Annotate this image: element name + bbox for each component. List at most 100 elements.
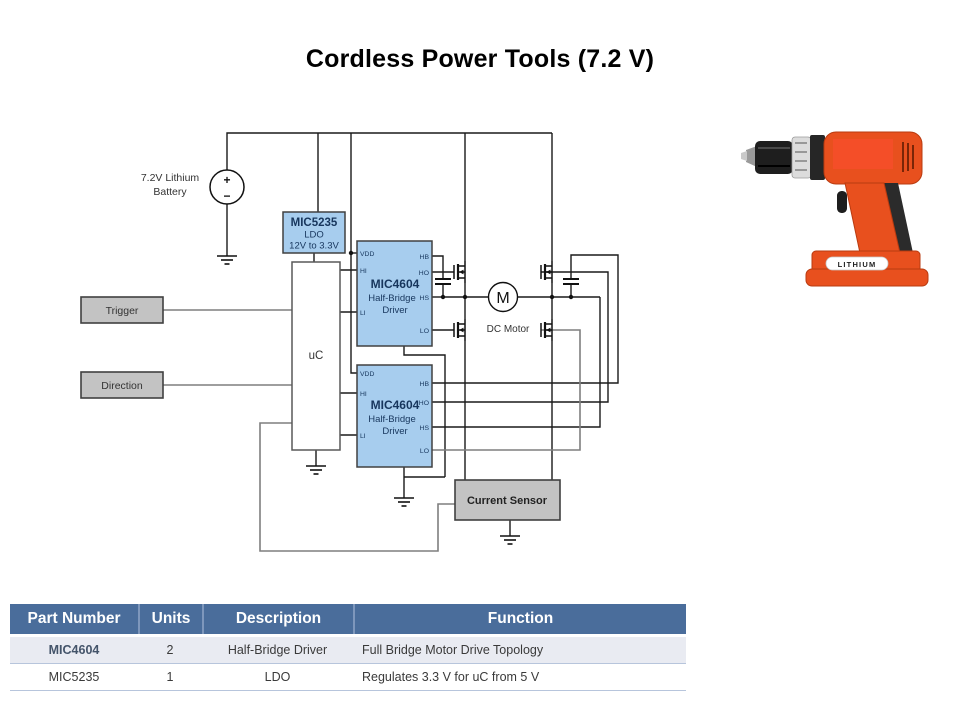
page-title: Cordless Power Tools (7.2 V) (305, 45, 655, 73)
driver2-line3: Driver (382, 426, 407, 437)
driver2-line2: Half-Bridge (368, 414, 416, 425)
wire (403, 346, 446, 477)
wire (432, 329, 581, 451)
drill-chuck (755, 141, 793, 174)
drill-gear-ring (810, 135, 825, 180)
battery-plus-sign: + (223, 173, 230, 187)
motor-label: DC Motor (487, 324, 530, 335)
ground-symbol-current-sensor (500, 535, 520, 545)
signal-wires-gray (163, 309, 581, 552)
cell-part-number: MIC4604 (48, 643, 100, 657)
pin-vdd: VDD (360, 251, 374, 258)
wire (226, 132, 552, 170)
bootstrap-capacitor-1 (435, 278, 451, 285)
current-sensor-block: Current Sensor (454, 479, 561, 521)
direction-label: Direction (101, 380, 143, 392)
mosfet-low-side-right (540, 319, 553, 341)
junction-dot (440, 294, 446, 300)
driver1-line2: Half-Bridge (368, 293, 416, 304)
drill-image: LITHIUM (741, 131, 929, 287)
battery-label-line2: Battery (153, 186, 187, 198)
ground-symbol-uc (306, 465, 326, 475)
pin-ho: HO (419, 400, 429, 407)
driver2-name: MIC4604 (371, 398, 420, 412)
junction-dot (462, 294, 468, 300)
pin-vdd: VDD (360, 371, 374, 378)
pin-lo: LO (420, 448, 429, 455)
battery-symbol: + − (209, 169, 245, 205)
parts-table: Part Number Units Description Function M… (10, 604, 686, 691)
drill-vents (902, 142, 914, 172)
parts-table-header: Part Number Units Description Function (10, 604, 686, 637)
mosfet-low-side-left (453, 319, 466, 341)
cell-function: Regulates 3.3 V for uC from 5 V (362, 670, 540, 684)
drill-brand-area (833, 139, 893, 169)
col-header-function: Function (353, 604, 686, 634)
battery-label-line1: 7.2V Lithium (141, 172, 200, 184)
col-header-units: Units (138, 604, 202, 634)
trigger-block: Trigger (80, 296, 164, 324)
lithium-badge-label: LITHIUM (838, 260, 877, 269)
drill-grip (882, 183, 913, 253)
motor-symbol: M (496, 290, 509, 307)
half-bridge-driver-1: MIC4604 Half-Bridge Driver VDD HI LI HB … (356, 240, 433, 347)
pin-ho: HO (419, 270, 429, 277)
col-header-description: Description (202, 604, 353, 634)
pin-hs: HS (420, 425, 430, 432)
drill-battery-foot (805, 268, 929, 287)
battery-minus-sign: − (223, 189, 230, 203)
ground-symbol-battery (217, 255, 237, 265)
trigger-label: Trigger (106, 305, 139, 317)
dc-motor: M DC Motor (487, 281, 530, 335)
ldo-type: LDO (304, 230, 324, 241)
cell-function: Full Bridge Motor Drive Topology (362, 643, 544, 657)
drill-bit-tip (741, 151, 747, 161)
ldo-name: MIC5235 (291, 217, 338, 229)
pin-hs: HS (420, 295, 430, 302)
pin-li: LI (360, 310, 366, 317)
cell-description: LDO (264, 670, 291, 684)
circuit-wires (226, 132, 619, 536)
ldo-block: MIC5235 LDO 12V to 3.3V (282, 211, 346, 254)
junction-dot (568, 294, 574, 300)
pin-lo: LO (420, 328, 429, 335)
table-row: MIC4604 2 Half-Bridge Driver Full Bridge… (10, 637, 686, 664)
bootstrap-capacitor-2 (563, 278, 579, 285)
microcontroller-block: uC (291, 261, 341, 451)
pin-hb: HB (420, 254, 430, 261)
lithium-badge (825, 256, 889, 271)
wire (432, 254, 619, 384)
wire (432, 255, 444, 279)
wire (259, 422, 455, 552)
uc-label: uC (309, 350, 324, 362)
drill-bit (746, 146, 757, 167)
pin-hi: HI (360, 391, 367, 398)
half-bridge-driver-2: MIC4604 Half-Bridge Driver VDD HI LI HB … (356, 364, 433, 468)
junction-dots (348, 250, 574, 300)
pin-hi: HI (360, 268, 367, 275)
ground-symbol-drivers (394, 497, 414, 507)
driver1-line3: Driver (382, 305, 407, 316)
direction-block: Direction (80, 371, 164, 399)
drill-trigger (837, 191, 847, 213)
junction-dot (348, 250, 354, 256)
cell-units: 1 (166, 670, 174, 684)
cell-units: 2 (166, 643, 174, 657)
table-row: MIC5235 1 LDO Regulates 3.3 V for uC fro… (10, 664, 686, 691)
pin-li: LI (360, 433, 366, 440)
driver1-name: MIC4604 (371, 277, 420, 291)
ldo-range: 12V to 3.3V (289, 241, 339, 252)
wire (432, 297, 601, 428)
pin-hb: HB (420, 381, 430, 388)
wire (432, 271, 609, 403)
junction-dot (549, 294, 555, 300)
wire (350, 133, 357, 374)
col-header-part-number: Part Number (27, 610, 121, 627)
cell-part-number: MIC5235 (48, 670, 100, 684)
mosfet-high-side-left (453, 261, 466, 283)
current-sensor-label: Current Sensor (467, 495, 548, 507)
cell-description: Half-Bridge Driver (227, 643, 328, 657)
mosfet-high-side-right (540, 261, 553, 283)
